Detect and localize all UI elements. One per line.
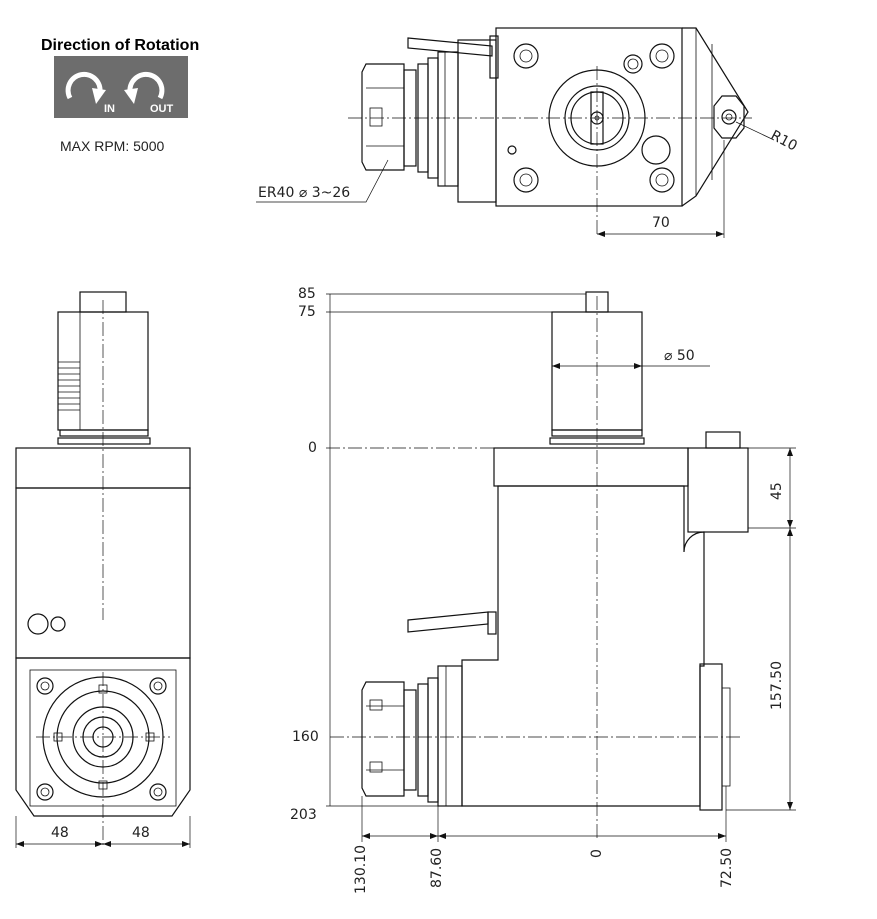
offset-130: 130.10 [353,845,369,894]
offset-72: 72.50 [719,847,735,888]
width-left: 48 [51,825,69,841]
width-right: 48 [132,825,150,841]
offset-87: 87.60 [429,847,445,888]
rotation-badge [54,56,188,118]
height-203: 203 [290,807,317,823]
top-view [256,27,775,238]
height-0: 0 [308,440,317,456]
offset-0: 0 [589,849,605,858]
offset-dim: 70 [652,215,670,231]
height-85: 85 [298,286,316,302]
max-rpm-text: MAX RPM: 5000 [60,138,165,154]
diameter-dim: ⌀ 50 [664,348,695,364]
height-157: 157.50 [769,661,785,710]
left-view [15,291,191,848]
collet-callout: ER40 ⌀ 3~26 [258,185,351,201]
height-75: 75 [298,304,316,320]
side-view [326,291,796,842]
height-45: 45 [769,482,785,500]
rotation-title: Direction of Rotation [41,37,200,54]
height-160: 160 [292,729,319,745]
